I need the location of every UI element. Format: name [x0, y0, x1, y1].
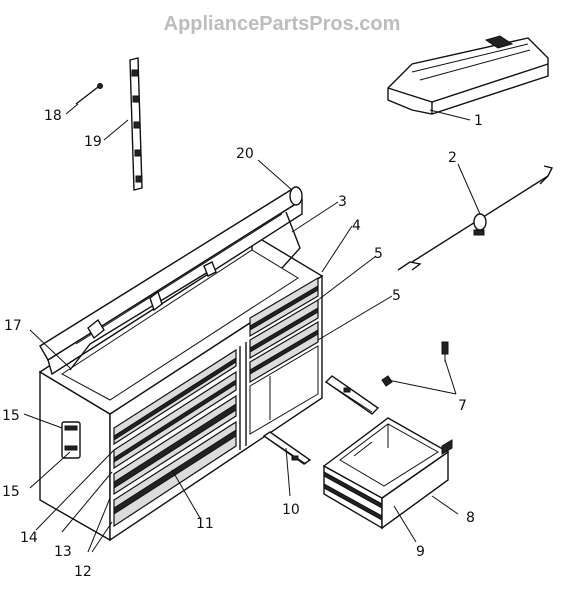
part-1-tray [387, 35, 549, 115]
callout-15-upper: 15 [2, 408, 20, 424]
callout-3: 3 [338, 194, 347, 210]
callout-10: 10 [282, 502, 300, 518]
callout-labels: 1 2 3 4 5 5 7 8 9 10 11 12 13 14 15 15 1… [2, 108, 483, 580]
watermark-text: AppliancePartsPros.com [164, 13, 401, 35]
part-18-pin [75, 83, 103, 105]
callout-11: 11 [196, 516, 214, 532]
callout-20: 20 [236, 146, 254, 162]
callout-17: 17 [4, 318, 22, 334]
callout-8: 8 [466, 510, 475, 526]
part-10-slide [262, 431, 312, 465]
callout-5-lower: 5 [392, 288, 401, 304]
callout-19: 19 [84, 134, 102, 150]
callout-2: 2 [448, 150, 457, 166]
part-7-hardware [381, 341, 449, 387]
leader-lines [23, 103, 481, 553]
part-19-strip [129, 57, 143, 191]
callout-14: 14 [20, 530, 38, 546]
callout-7: 7 [458, 398, 467, 414]
callout-5-upper: 5 [374, 246, 383, 262]
part-slide-upper [324, 375, 380, 415]
part-2-rod [397, 165, 554, 271]
part-20-lid [39, 186, 303, 376]
callout-9: 9 [416, 544, 425, 560]
callout-18: 18 [44, 108, 62, 124]
callout-12: 12 [74, 564, 92, 580]
callout-15-lower: 15 [2, 484, 20, 500]
part-8-drawer [322, 417, 453, 530]
callout-1: 1 [474, 113, 483, 129]
callout-4: 4 [352, 218, 361, 234]
callout-13: 13 [54, 544, 72, 560]
